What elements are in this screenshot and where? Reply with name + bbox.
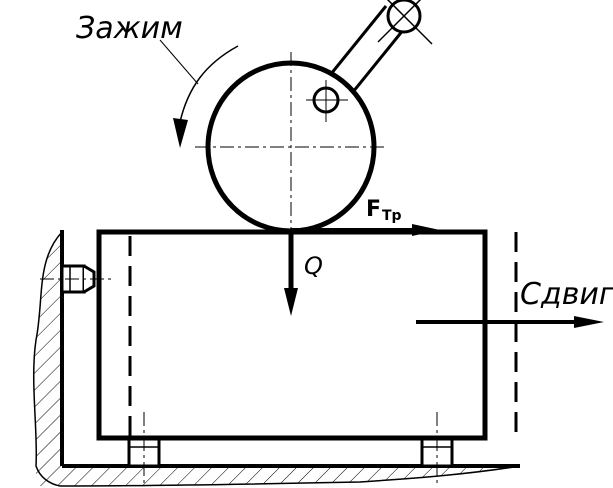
shift-arrow — [416, 316, 604, 328]
friction-label-subscript: Тр — [382, 208, 402, 224]
friction-force-label: F Тр — [366, 197, 402, 224]
friction-label-main: F — [366, 197, 381, 222]
side-locating-pin — [40, 264, 112, 294]
normal-force-arrow — [284, 232, 298, 316]
eccentric-cam — [195, 52, 388, 234]
clamp-label: Зажим — [76, 11, 183, 46]
clamp-rotation-arrow — [159, 39, 239, 148]
floor-break-line — [59, 465, 521, 487]
friction-force-arrow — [291, 224, 440, 236]
shift-label: Сдвиг — [520, 277, 613, 312]
wall-break-line — [33, 231, 63, 487]
normal-force-label: Q — [304, 252, 323, 280]
